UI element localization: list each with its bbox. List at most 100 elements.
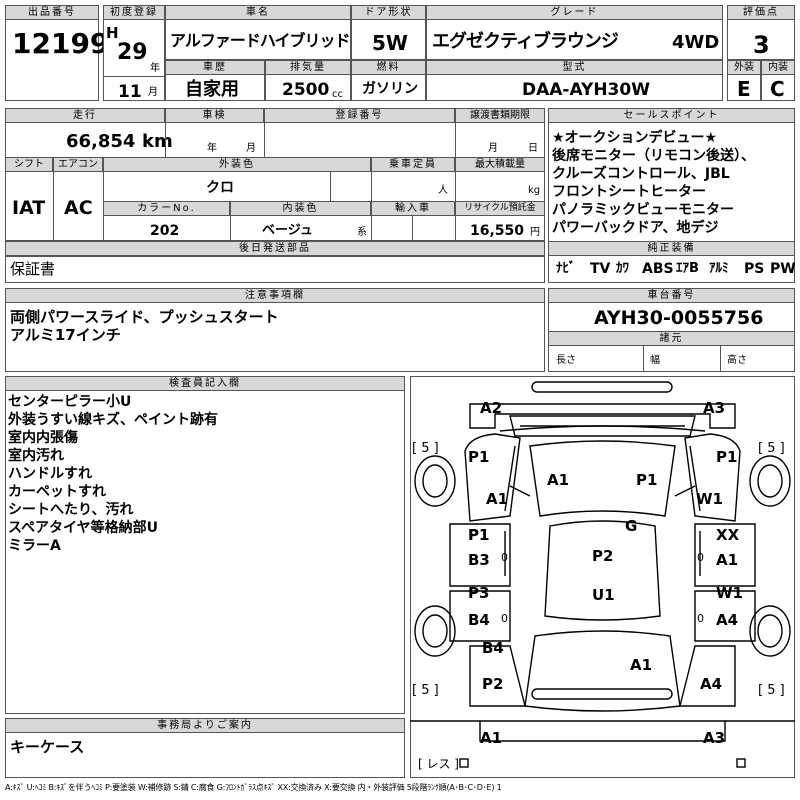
- car-outline-diagram: [410, 376, 795, 778]
- capacity-unit: 人: [438, 185, 448, 196]
- tire-bracket: [ 5 ]: [758, 683, 785, 698]
- mileage-label: 走行: [5, 108, 165, 123]
- damage-mark: B3: [468, 551, 490, 569]
- damage-mark: B4: [468, 611, 490, 629]
- damage-mark: P3: [468, 584, 490, 602]
- delivery-box: [5, 256, 545, 283]
- spare-tire-note: [ レス ]: [418, 757, 459, 771]
- sales-point-line: 後席モニター（リモコン後送）、: [552, 148, 755, 164]
- import-label: 輸入車: [371, 201, 455, 216]
- shift-label: シフト: [5, 157, 53, 172]
- first-reg-label: 初度登録: [103, 5, 165, 20]
- car-name-label: 車名: [165, 5, 351, 20]
- lot-number-box: [5, 5, 99, 101]
- capacity-label: 乗車定員: [371, 157, 455, 172]
- history-label: 車歴: [165, 60, 265, 75]
- load-unit: kg: [528, 185, 541, 196]
- damage-mark: P1: [468, 526, 490, 544]
- recycle-fee: 16,550: [470, 223, 525, 239]
- equipment-item: ﾅﾋﾞ: [556, 261, 576, 276]
- exterior-label: 外装: [727, 60, 761, 75]
- zero-mark: 0: [501, 612, 508, 625]
- zero-mark: 0: [501, 551, 508, 564]
- sales-point-line: クルーズコントロール、JBL: [552, 166, 730, 182]
- inspector-line: 室内内張傷: [8, 430, 78, 446]
- zero-mark: 0: [697, 551, 704, 564]
- sales-point-line: ★オークションデビュー★: [552, 130, 718, 146]
- door-type: 5W: [372, 31, 408, 55]
- office-note: キーケース: [10, 738, 85, 756]
- damage-mark: A1: [480, 729, 503, 747]
- score: 3: [753, 31, 770, 59]
- lot-number-label: 出品番号: [5, 5, 99, 20]
- damage-mark: A1: [716, 551, 739, 569]
- era: H: [106, 24, 119, 42]
- displacement-label: 排気量: [265, 60, 351, 75]
- damage-mark: A4: [716, 611, 739, 629]
- tire-bracket: [ 5 ]: [412, 441, 439, 456]
- dimensions-label: 諸元: [548, 331, 795, 346]
- transfer-label: 譲渡書類期限: [455, 108, 545, 123]
- mileage-unit: km: [142, 131, 173, 152]
- inspector-line: 室内汚れ: [8, 448, 64, 464]
- history: 自家用: [185, 79, 239, 100]
- reg-month: 11: [118, 82, 142, 102]
- inspector-line: シートへたり、汚れ: [8, 502, 134, 518]
- color-no-label: カラーNo.: [103, 201, 230, 216]
- inspector-line: 外装うすい線キズ、ペイント跡有: [8, 412, 218, 428]
- damage-mark: P1: [716, 448, 738, 466]
- damage-mark: A2: [480, 399, 503, 417]
- equipment-item: TV: [590, 261, 611, 277]
- displacement-unit: cc: [332, 89, 343, 100]
- damage-mark: G: [625, 517, 638, 535]
- recycle-label: リサイクル預託金: [455, 201, 545, 216]
- damage-mark: P2: [592, 547, 614, 565]
- damage-mark: P1: [468, 526, 490, 544]
- inspection-year-unit: 年: [207, 143, 217, 154]
- recycle-unit: 円: [530, 227, 540, 238]
- month-unit: 月: [148, 87, 158, 98]
- delivery-items: 保証書: [10, 260, 56, 278]
- equipment-item: ABS: [642, 261, 674, 277]
- inspector-line: ミラーA: [8, 538, 61, 554]
- damage-mark: U1: [592, 586, 615, 604]
- color-no: 202: [150, 223, 180, 239]
- int-color-unit: 系: [357, 227, 367, 238]
- reg-year: 29: [117, 40, 148, 65]
- damage-mark: B4: [482, 639, 504, 657]
- length-label: 長さ: [556, 355, 576, 366]
- height-label: 高さ: [727, 355, 747, 366]
- mileage: 66,854: [66, 131, 136, 152]
- damage-mark: P1: [636, 471, 658, 489]
- interior-label: 内装: [761, 60, 795, 75]
- delivery-label: 後日発送部品: [5, 241, 545, 256]
- equipment-item: ｴｱB: [676, 261, 699, 276]
- displacement: 2500: [282, 80, 330, 100]
- reg-no-label: 登録番号: [264, 108, 455, 123]
- model-label: 型式: [426, 60, 723, 75]
- inspection-label: 車検: [165, 108, 264, 123]
- damage-mark: A3: [703, 399, 726, 417]
- grade: エグゼクティブラウンジ: [432, 31, 619, 52]
- inspector-line: センターピラー小U: [8, 394, 132, 410]
- sales-point-line: フロントシートヒーター: [552, 184, 706, 200]
- tire-bracket: [ 5 ]: [412, 683, 439, 698]
- inspector-label: 検査員記入欄: [5, 376, 405, 391]
- zero-mark: 0: [697, 612, 704, 625]
- fuel: ガソリン: [362, 81, 418, 97]
- shift: IAT: [12, 197, 46, 219]
- model-code: DAA-AYH30W: [522, 80, 650, 100]
- lot-number: 12199: [12, 27, 110, 60]
- notes-line: 両側パワースライド、プッシュスタート: [10, 308, 279, 326]
- tire-bracket: [ 5 ]: [758, 441, 785, 456]
- first-reg-box: [103, 5, 165, 101]
- damage-mark: P2: [482, 675, 504, 693]
- equipment-item: PS: [744, 261, 765, 277]
- equipment-item: PW: [770, 261, 796, 277]
- sales-points-label: セールスポイント: [548, 108, 795, 123]
- ac: AC: [64, 197, 93, 219]
- legend: A:ｷｽﾞ U:ﾍｺﾐ B:ｷｽﾞを伴うﾍｺﾐ P:要塗装 W:補修跡 S:錆 …: [5, 783, 502, 792]
- damage-mark: A4: [700, 675, 723, 693]
- car-name: アルファードハイブリッド: [170, 31, 351, 50]
- inspector-line: カーペットすれ: [8, 484, 106, 500]
